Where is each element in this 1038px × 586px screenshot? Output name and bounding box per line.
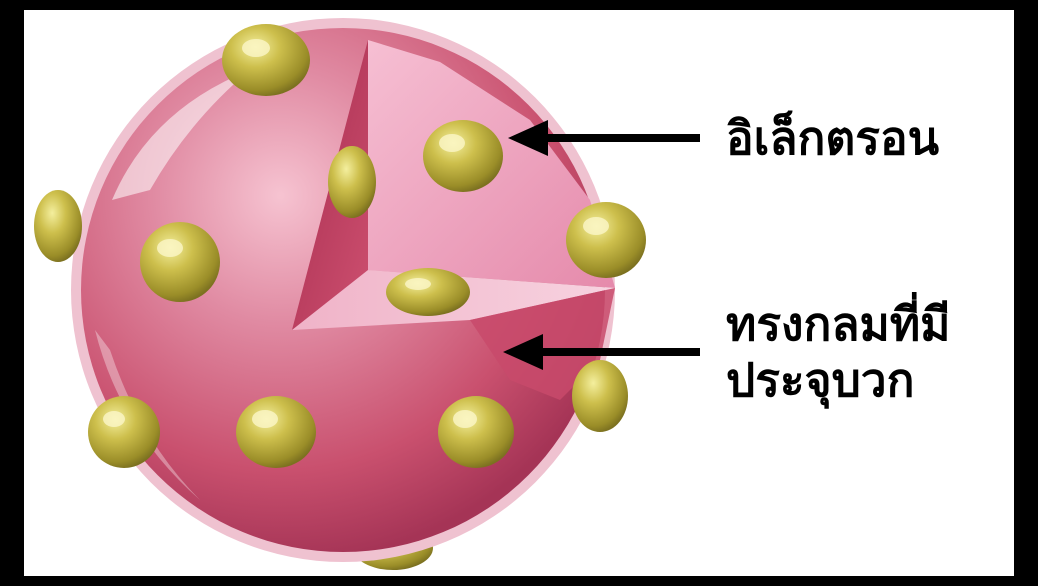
positive-sphere-label-line2: ประจุบวก <box>726 352 951 408</box>
positive-sphere-label: ทรงกลมที่มี ประจุบวก <box>726 296 951 408</box>
electron-bottom-center <box>236 396 316 468</box>
electron-bottom-left <box>88 396 160 468</box>
positive-sphere-label-line1: ทรงกลมที่มี <box>726 296 951 352</box>
electron-inner <box>423 120 503 192</box>
electron-top <box>222 24 310 96</box>
electron-floor <box>386 268 470 316</box>
electron-right <box>566 202 646 278</box>
electron-label: อิเล็กตรอน <box>726 110 939 166</box>
electron-cut-wall <box>328 146 376 218</box>
electron-left-edge <box>34 190 82 262</box>
electron-label-text: อิเล็กตรอน <box>726 111 939 165</box>
electron-left <box>140 222 220 302</box>
arrow-to-electron <box>508 120 700 156</box>
electron-right-lower <box>572 360 628 432</box>
electron-bottom-right <box>438 396 514 468</box>
